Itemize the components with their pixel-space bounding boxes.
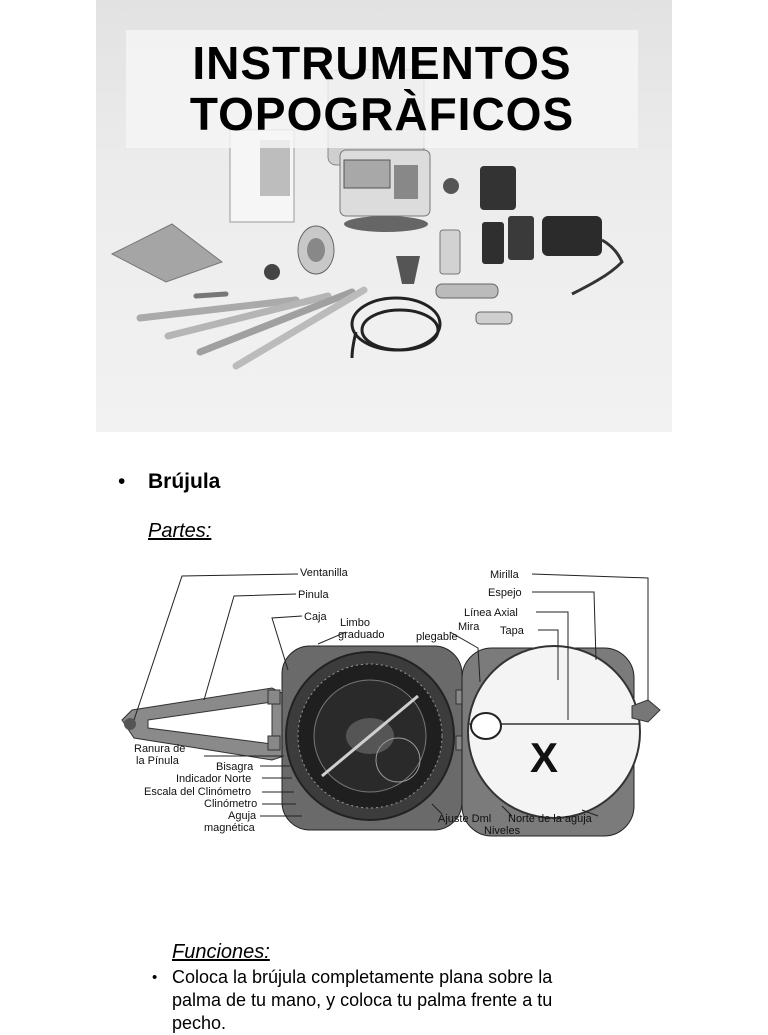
label-ranura-1: Ranura de — [134, 743, 185, 755]
slide-title-line1: INSTRUMENTOS — [192, 37, 572, 89]
data-card — [439, 229, 461, 275]
label-caja: Caja — [304, 611, 328, 623]
compass-svg: X Ventanilla Pinula Caja Limbo — [121, 567, 661, 837]
usb-stick — [435, 283, 499, 299]
funciones-bullet: • — [152, 969, 158, 986]
label-limbo-2: graduado — [338, 629, 385, 641]
title-box — [126, 30, 638, 148]
holder — [396, 256, 420, 284]
label-escala-clinometro: Escala del Clinómetro — [144, 786, 251, 798]
section-heading-text: Brújula — [148, 470, 221, 493]
compass-diagram: X Ventanilla Pinula Caja Limbo — [112, 560, 664, 840]
cleaning-cloth — [110, 223, 224, 283]
label-ranura-2: la Pínula — [136, 755, 180, 767]
partes-label: Partes: — [148, 520, 212, 542]
slide-title: INSTRUMENTOS TOPOGRÀFICOS — [126, 38, 638, 140]
label-aguja-2: magnética — [204, 822, 256, 834]
section-heading: • Brújula — [118, 470, 220, 494]
cable — [350, 296, 442, 359]
label-linea-axial: Línea Axial — [464, 607, 518, 619]
label-norte-aguja: Norte de la aguja — [508, 813, 593, 825]
label-ajuste: Ajuste Dml — [438, 813, 491, 825]
funciones-label: Funciones: — [172, 941, 270, 963]
label-niveles: Niveles — [484, 825, 521, 837]
batteries — [482, 216, 534, 264]
label-pinula: Pinula — [298, 589, 329, 601]
tribrach — [264, 225, 335, 280]
label-mira-2: plegable — [416, 631, 458, 643]
label-indicador-norte: Indicador Norte — [176, 773, 251, 785]
funciones-item-text: Coloca la brújula completamente plana so… — [172, 967, 553, 1033]
slide-title-line2: TOPOGRÀFICOS — [189, 88, 575, 140]
label-clinometro: Clinómetro — [204, 798, 257, 810]
label-limbo-1: Limbo — [340, 617, 370, 629]
label-mira-1: Mira — [458, 621, 480, 633]
instruments-photo: INSTRUMENTOS TOPOGRÀFICOS — [96, 0, 672, 432]
label-bisagra: Bisagra — [216, 761, 254, 773]
prism-rods — [136, 286, 368, 370]
label-ventanilla: Ventanilla — [300, 567, 349, 579]
svg-text:X: X — [530, 734, 558, 781]
label-aguja-1: Aguja — [228, 810, 257, 822]
funciones-item: • Coloca la brújula completamente plana … — [152, 966, 592, 1035]
label-mirilla: Mirilla — [490, 569, 520, 581]
charger — [480, 166, 624, 296]
bullet: • — [118, 470, 126, 493]
label-tapa: Tapa — [500, 625, 525, 637]
label-espejo: Espejo — [488, 587, 522, 599]
usb-adapter — [475, 311, 513, 325]
